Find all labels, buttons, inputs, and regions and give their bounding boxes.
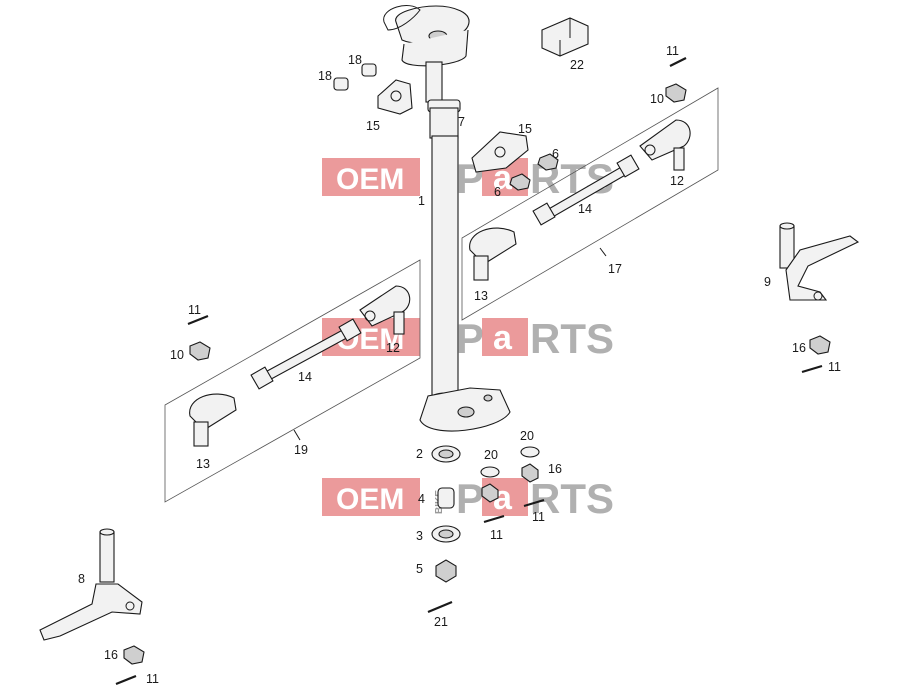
- callout-18-a: 18: [348, 53, 362, 67]
- tie-rod-end-part-12-b: [359, 285, 411, 335]
- callout-9: 9: [764, 275, 771, 289]
- castle-nut-part-16-b: [521, 463, 539, 483]
- cotter-pin-part-11-d: [115, 674, 137, 686]
- callout-2: 2: [416, 447, 423, 461]
- cotter-pin-part-21: [427, 600, 453, 614]
- callout-16-b: 16: [548, 462, 562, 476]
- callout-10-b: 10: [170, 348, 184, 362]
- nut-part-16-d: [481, 483, 499, 503]
- tie-rod-part-14-a: [532, 154, 640, 226]
- callout-22: 22: [570, 58, 584, 72]
- callout-21: 21: [434, 615, 448, 629]
- cotter-pin-part-11-c: [801, 364, 823, 374]
- callout-7: 7: [458, 115, 465, 129]
- callout-11-b: 11: [188, 303, 201, 317]
- callout-5: 5: [416, 562, 423, 576]
- svg-text:OEM: OEM: [336, 163, 404, 196]
- svg-text:RTS: RTS: [530, 315, 614, 362]
- callout-4: 4: [418, 492, 425, 506]
- callout-15-b: 15: [518, 122, 532, 136]
- nut-part-6-a: [537, 153, 559, 171]
- watermark-top: OEM BIKE P a RTS: [322, 155, 614, 202]
- svg-text:OEM: OEM: [336, 483, 404, 516]
- bearing-part-2: [431, 445, 461, 463]
- castle-nut-part-16-c: [809, 335, 831, 355]
- castle-nut-part-16-a: [123, 645, 145, 665]
- tie-rod-group-frame-17: [461, 87, 719, 321]
- callout-6-b: 6: [494, 185, 501, 199]
- callout-12-a: 12: [670, 174, 684, 188]
- clamp-bracket-part-15-a: [377, 79, 413, 115]
- bushing-part-18-b: [333, 77, 349, 91]
- nut-part-5: [435, 559, 457, 583]
- callout-18-b: 18: [318, 69, 332, 83]
- callout-11-f: 11: [532, 510, 545, 524]
- callout-17: 17: [608, 262, 622, 276]
- callout-16-c: 16: [792, 341, 806, 355]
- cotter-pin-part-11-a: [669, 57, 687, 67]
- cotter-pin-part-11-b: [187, 314, 209, 326]
- callout-20-a: 20: [520, 429, 534, 443]
- callout-11-e: 11: [490, 528, 503, 542]
- block-part-22: [541, 17, 589, 57]
- nut-part-6-b: [509, 173, 531, 191]
- castle-nut-part-10-b: [189, 341, 211, 361]
- callout-16-a: 16: [104, 648, 118, 662]
- tie-rod-group-frame-19: [164, 259, 421, 503]
- callout-20-b: 20: [484, 448, 498, 462]
- bushing-part-18-a: [361, 63, 377, 77]
- callout-11-c: 11: [828, 360, 841, 374]
- castle-nut-part-10-a: [665, 83, 687, 103]
- callout-14-a: 14: [578, 202, 592, 216]
- callout-11-d: 11: [146, 672, 159, 686]
- svg-text:RTS: RTS: [530, 475, 614, 522]
- callout-11-a: 11: [666, 44, 679, 58]
- tie-rod-end-part-13-b: [189, 393, 237, 447]
- steering-column-part-1: [383, 5, 511, 432]
- spindle-part-8: [39, 528, 143, 641]
- callout-19: 19: [294, 443, 308, 457]
- spindle-part-9: [779, 222, 860, 301]
- callout-12-b: 12: [386, 341, 400, 355]
- callout-labels: 1 7 18 18 15 15 6 6 22 11 10 12 14 13 17…: [78, 44, 841, 686]
- cotter-pin-part-11-f: [523, 498, 545, 508]
- watermark-bottom: OEM BIKE P a RTS: [322, 475, 614, 522]
- tie-rod-part-14-b: [250, 318, 362, 390]
- clamp-bracket-part-15-b: [471, 131, 529, 173]
- washer-part-20-a: [520, 446, 540, 458]
- callout-6-a: 6: [552, 147, 559, 161]
- svg-text:a: a: [493, 319, 513, 357]
- svg-text:a: a: [493, 479, 513, 517]
- svg-text:P: P: [456, 475, 484, 522]
- tie-rod-end-part-12-a: [639, 119, 691, 171]
- bushing-part-4: [437, 487, 455, 509]
- callout-13-b: 13: [196, 457, 210, 471]
- watermark-middle: OEM BIKE P a RTS: [322, 315, 614, 362]
- svg-text:P: P: [456, 315, 484, 362]
- callout-1: 1: [418, 194, 425, 208]
- callout-3: 3: [416, 529, 423, 543]
- callout-8: 8: [78, 572, 85, 586]
- tie-rod-end-part-13-a: [469, 227, 517, 281]
- callout-15-a: 15: [366, 119, 380, 133]
- callout-10-a: 10: [650, 92, 664, 106]
- bearing-part-3: [431, 525, 461, 543]
- cotter-pin-part-11-e: [483, 514, 505, 524]
- callout-14-b: 14: [298, 370, 312, 384]
- callout-13-a: 13: [474, 289, 488, 303]
- washer-part-20-b: [480, 466, 500, 478]
